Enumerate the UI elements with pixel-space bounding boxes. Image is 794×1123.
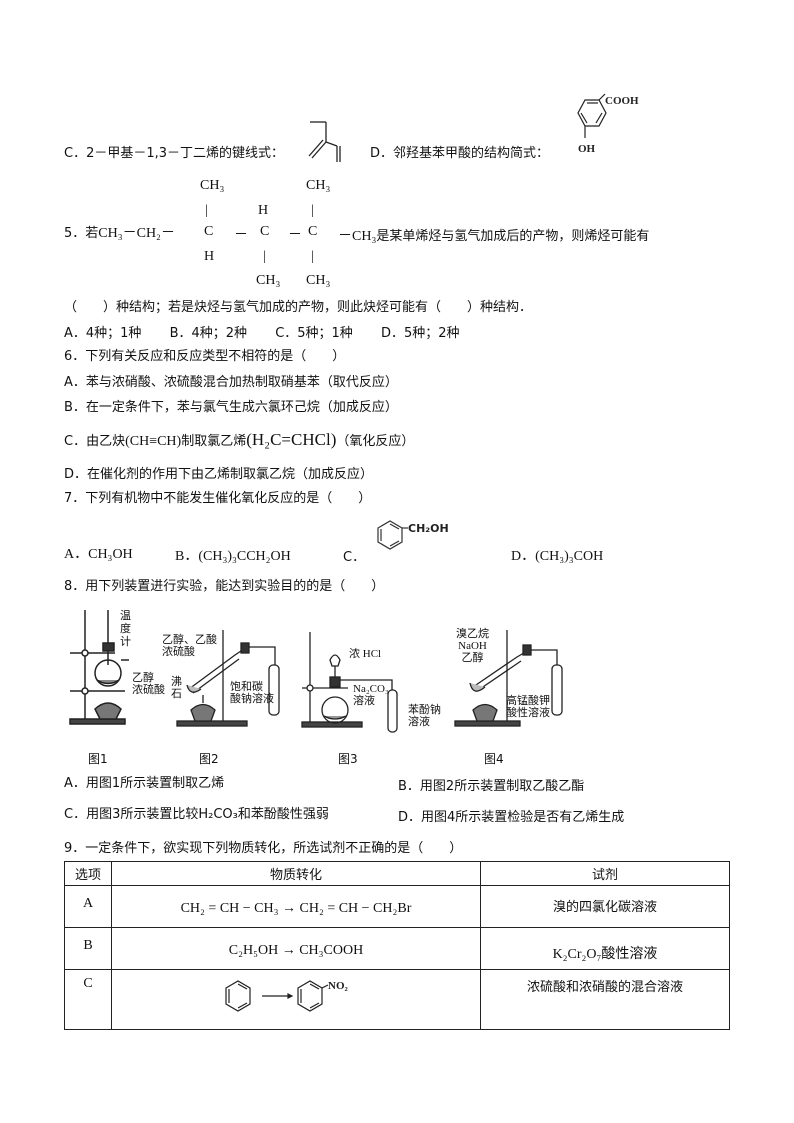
row-a-option: A <box>64 885 112 928</box>
fig2-label-na2co3: 饱和碳酸钠溶液 <box>230 681 274 705</box>
q5-bond-v2: | <box>311 203 314 218</box>
q5-bottom-h: H <box>204 249 215 264</box>
q5-line2: （ ）种结构；若是炔烃与氢气加成的产物，则此炔烃可能有（ ）种结构． <box>64 300 533 315</box>
row-a-reagent: 溴的四氯化碳溶液 <box>480 885 730 928</box>
q8-option-b: B．用图2所示装置制取乙酸乙酯 <box>398 779 585 794</box>
table-header-row: 选项 物质转化 试剂 <box>64 861 730 886</box>
q6-stem: 6．下列有关反应和反应类型不相符的是（ ） <box>64 349 346 364</box>
table-row: A CH₂ = CH − CH₃ → CH₂ = CH − CH₂Br 溴的四氯… <box>64 885 730 928</box>
fig3-label-phenoxide: 苯酚钠溶液 <box>408 704 441 728</box>
fig2-caption: 图2 <box>199 752 219 766</box>
q5-bond-v4: | <box>311 249 314 264</box>
q4-option-c: C．2－甲基－1,3－丁二烯的键线式： <box>64 145 284 163</box>
q8-option-d: D．用图4所示装置检验是否有乙烯生成 <box>398 810 625 825</box>
q5-number: 5．若 <box>64 226 99 241</box>
q6-option-c: C．由乙炔(CH≡CH)制取氯乙烯(H₂C=CHCl)（氧化反应） <box>64 431 414 451</box>
q5-option-c: C．5种；1种 <box>275 326 353 341</box>
apparatus-figure-4 <box>454 630 563 727</box>
q5-stem-rest: －CH₃是某单烯烃与氢气加成后的产物，则烯烃可能有 <box>338 225 649 245</box>
apparatus-figure-3 <box>301 632 398 733</box>
q5-bottom-ch3-2: CH₃ <box>306 273 331 288</box>
q7-option-d: D．(CH₃)₃COH <box>511 549 604 564</box>
row-c-reagent: 浓硫酸和浓硝酸的混合溶液 <box>480 969 730 1030</box>
q8-stem: 8．用下列装置进行实验，能达到实验目的的是（ ） <box>64 579 385 594</box>
q6-option-d: D．在催化剂的作用下由乙烯制取氯乙烷（加成反应） <box>64 467 374 482</box>
q6-option-a: A．苯与浓硝酸、浓硫酸混合加热制取硝基苯（取代反应） <box>64 375 398 390</box>
fig1-caption: 图1 <box>88 752 108 766</box>
apparatus-figure-2 <box>176 630 280 727</box>
q5-option-a: A．4种；1种 <box>64 326 142 341</box>
fig1-label-reagents: 乙醇浓硫酸 <box>132 672 165 696</box>
q6-c-post: （氧化反应） <box>336 434 415 449</box>
header-option: 选项 <box>64 861 112 886</box>
q5-dash1: － <box>234 228 248 243</box>
row-c-conversion: NO₂ <box>111 969 481 1030</box>
svg-text:CH₂OH: CH₂OH <box>408 522 449 535</box>
q6-c-formula1: (CH≡CH) <box>125 434 182 449</box>
svg-text:NO₂: NO₂ <box>328 980 349 992</box>
q4-option-d-text: D．邻羟基苯甲酸的结构简式： <box>370 146 550 161</box>
fig3-label-hcl: 浓 HCl <box>349 648 382 660</box>
q5-top-ch3-1: CH₃ <box>200 178 225 193</box>
q4-option-c-text: C．2－甲基－1,3－丁二烯的键线式： <box>64 146 285 161</box>
header-conversion: 物质转化 <box>111 861 481 886</box>
q5-suffix: －CH₃ <box>338 229 377 244</box>
q5-c2: C <box>260 224 270 239</box>
q5-mid-h: H <box>258 203 269 218</box>
benzyl-alcohol-structure-icon: CH₂OH <box>377 520 449 550</box>
fig4-caption: 图4 <box>484 752 504 766</box>
row-c-option: C <box>64 969 112 1030</box>
table-row: B C₂H₅OH → CH₃COOH K₂Cr₂O₇酸性溶液 <box>64 927 730 970</box>
q4-option-d: D．邻羟基苯甲酸的结构简式： <box>370 145 549 163</box>
svg-text:COOH: COOH <box>605 95 639 107</box>
fig4-label-kmno4: 高锰酸钾酸性溶液 <box>506 695 550 719</box>
q6-c-pre: C．由乙炔 <box>64 434 126 449</box>
row-b-option: B <box>64 927 112 970</box>
q9-stem: 9．一定条件下，欲实现下列物质转化，所选试剂不正确的是（ ） <box>64 841 463 856</box>
q5-bottom-ch3-1: CH₃ <box>256 273 281 288</box>
isoprene-skeletal-formula-icon <box>308 121 341 162</box>
fig3-caption: 图3 <box>338 752 358 766</box>
q9-table: 选项 物质转化 试剂 A CH₂ = CH − CH₃ → CH₂ = CH −… <box>64 861 730 1030</box>
q8-option-a: A．用图1所示装置制取乙烯 <box>64 776 225 791</box>
q5-option-d: D．5种；2种 <box>380 326 460 341</box>
header-reagent: 试剂 <box>480 861 730 886</box>
q5-stem: 5．若CH₃－CH₂－ <box>64 225 175 243</box>
svg-text:OH: OH <box>578 143 596 155</box>
row-b-conversion: C₂H₅OH → CH₃COOH <box>111 927 481 970</box>
q5-dash2: － <box>288 228 302 243</box>
q7-option-a: A．CH₃OH <box>64 547 133 562</box>
fig2-label-boiling-chips: 沸石 <box>171 676 182 700</box>
hydroxybenzoic-acid-structure-icon: COOH OH <box>577 93 639 155</box>
q7-option-c: C． <box>343 550 366 565</box>
q6-c-formula2: (H₂C=CHCl) <box>246 430 337 449</box>
q5-top-ch3-2: CH₃ <box>306 178 331 193</box>
fig1-label-thermometer: 温度计 <box>120 610 131 648</box>
q7-option-b: B．(CH₃)₃CCH₂OH <box>175 549 291 564</box>
q8-option-c: C．用图3所示装置比较H₂CO₃和苯酚酸性强弱 <box>64 807 329 822</box>
q5-text-after: 是某单烯烃与氢气加成后的产物，则烯烃可能有 <box>376 229 650 244</box>
fig2-label-reagents: 乙醇、乙酸浓硫酸 <box>162 634 217 658</box>
q5-option-b: B．4种；2种 <box>169 326 248 341</box>
q5-options: A．4种；1种 B．4种；2种 C．5种；1种 D．5种；2种 <box>64 325 460 343</box>
row-a-conversion: CH₂ = CH − CH₃ → CH₂ = CH − CH₂Br <box>111 885 481 928</box>
benzene-to-nitrobenzene-icon: NO₂ <box>225 980 349 1012</box>
q5-c3: C <box>308 224 318 239</box>
q6-option-b: B．在一定条件下，苯与氯气生成六氯环己烷（加成反应） <box>64 400 398 415</box>
table-row: C NO₂ 浓硫酸和浓硝酸的混合溶液 <box>64 969 730 1030</box>
q7-stem: 7．下列有机物中不能发生催化氧化反应的是（ ） <box>64 491 372 506</box>
q5-bond-v3: | <box>263 249 266 264</box>
apparatus-figure-1 <box>69 610 129 725</box>
row-b-reagent: K₂Cr₂O₇酸性溶液 <box>480 927 730 970</box>
q6-c-mid: 制取氯乙烯 <box>181 434 247 449</box>
q5-prefix: CH₃－CH₂－ <box>98 226 175 241</box>
q5-c1: C <box>204 224 214 239</box>
q5-bond-v1: | <box>205 203 208 218</box>
